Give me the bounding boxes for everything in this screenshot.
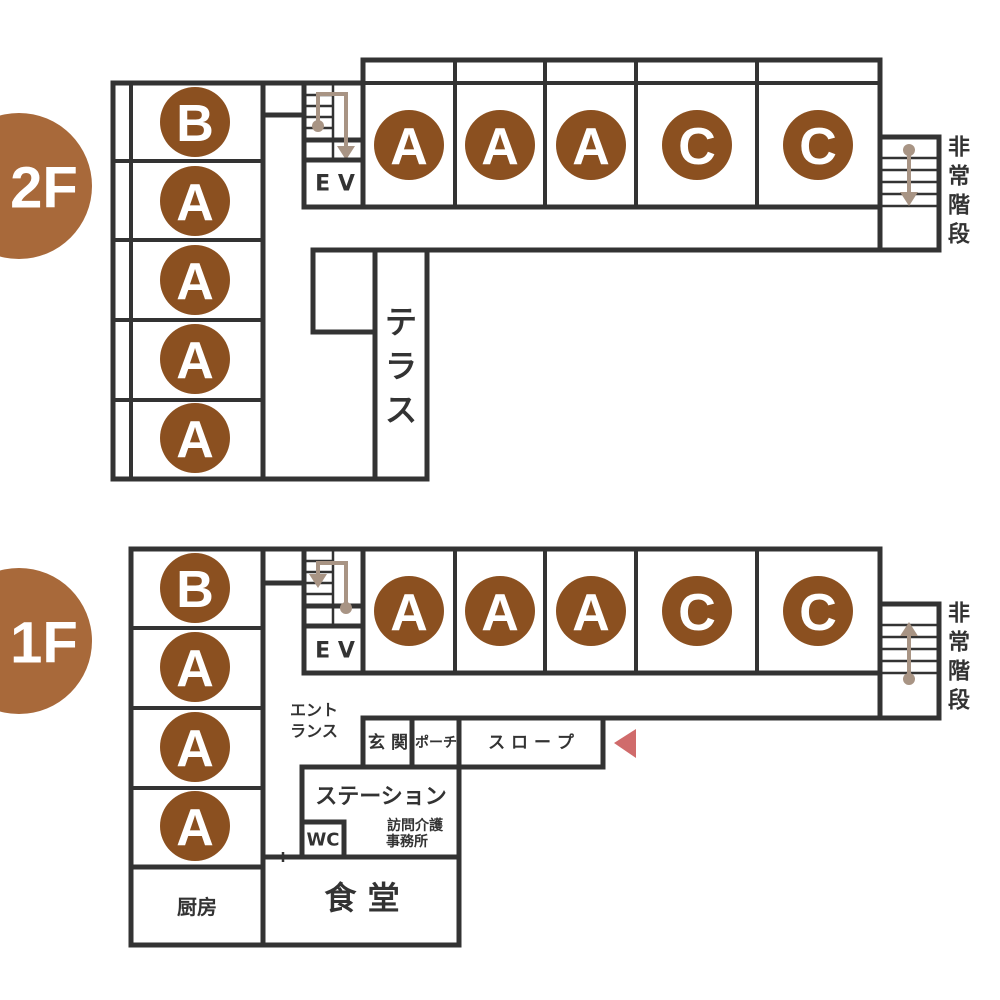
svg-text:C: C bbox=[799, 584, 837, 642]
room-marker-2f-west-2: A bbox=[160, 166, 230, 236]
room-marker-1f-north-4: C bbox=[662, 576, 732, 646]
visiting-care-1f-label-1: 訪問介護 bbox=[387, 817, 444, 834]
elevator-2f bbox=[301, 157, 366, 210]
room-marker-2f-north-3: A bbox=[556, 110, 626, 180]
room-marker-1f-north-1: A bbox=[374, 576, 444, 646]
room-marker-2f-north-5: C bbox=[783, 110, 853, 180]
emergency-stairs-2f bbox=[877, 134, 942, 253]
terrace-2f-label-2: ラ bbox=[385, 347, 417, 385]
terrace-2f bbox=[372, 247, 430, 482]
svg-text:A: A bbox=[176, 720, 214, 778]
svg-text:C: C bbox=[799, 118, 837, 176]
emergency-stairs-2f-label-4: 段 bbox=[948, 222, 970, 248]
stairs-2f bbox=[301, 80, 366, 160]
entrance-1f-label-1: エント bbox=[290, 701, 338, 720]
visiting-care-1f-label-2: 事務所 bbox=[386, 833, 428, 850]
dining-1f bbox=[260, 854, 462, 948]
corridor-1f bbox=[260, 546, 307, 586]
emergency-stairs-1f-label-2: 常 bbox=[948, 630, 970, 656]
room-marker-1f-north-3: A bbox=[556, 576, 626, 646]
svg-text:C: C bbox=[678, 118, 716, 176]
stairs-1f bbox=[301, 546, 366, 626]
stair-arrow-1f bbox=[316, 561, 348, 608]
room-marker-2f-west-3: A bbox=[160, 245, 230, 315]
svg-text:A: A bbox=[176, 411, 214, 469]
emergency-stairs-2f-label-2: 常 bbox=[948, 164, 970, 190]
emergency-stairs-2f-label-3: 階 bbox=[948, 194, 970, 219]
room-marker-2f-west-5: A bbox=[160, 403, 230, 473]
floor-badge-1f-label: 1F bbox=[10, 611, 78, 676]
stair-arrow-2f bbox=[316, 92, 348, 150]
entrance-1f-label-2: ランス bbox=[290, 722, 338, 741]
svg-text:B: B bbox=[176, 95, 214, 153]
kitchen-1f-label: 厨房 bbox=[177, 895, 217, 919]
wc-1f bbox=[299, 819, 347, 860]
room-marker-1f-west-3: A bbox=[160, 712, 230, 782]
svg-text:A: A bbox=[481, 118, 519, 176]
emergency-stairs-1f-label-3: 階 bbox=[948, 660, 970, 685]
svg-text:A: A bbox=[176, 253, 214, 311]
emergency-stairs-1f bbox=[877, 601, 942, 721]
room-marker-2f-west-4: A bbox=[160, 324, 230, 394]
room-marker-2f-north-2: A bbox=[465, 110, 535, 180]
floor-badge-1f bbox=[0, 568, 92, 714]
floor-2f: 2F E V bbox=[0, 57, 970, 482]
svg-text:A: A bbox=[176, 332, 214, 390]
emergency-stairs-1f-label-1: 非 bbox=[948, 602, 970, 627]
terrace-2f-label-1: テ bbox=[385, 303, 417, 341]
slope-1f bbox=[456, 715, 606, 770]
wc-1f-label: WC bbox=[306, 830, 339, 851]
emergency-stairs-2f-label-1: 非 bbox=[948, 136, 970, 161]
room-marker-2f-north-4: C bbox=[662, 110, 732, 180]
room-marker-2f-west-1: B bbox=[160, 87, 230, 157]
svg-text:A: A bbox=[481, 584, 519, 642]
porch-1f-label: ポーチ bbox=[415, 734, 457, 751]
slope-1f-label: ス ロ ー プ bbox=[488, 732, 575, 753]
room-marker-1f-west-1: B bbox=[160, 553, 230, 623]
dining-1f-label: 食 堂 bbox=[324, 879, 399, 917]
room-marker-1f-north-5: C bbox=[783, 576, 853, 646]
room-marker-2f-north-1: A bbox=[374, 110, 444, 180]
genkan-1f-label: 玄 関 bbox=[368, 732, 408, 753]
room-marker-1f-west-4: A bbox=[160, 791, 230, 861]
floor-1f: 1F E V bbox=[0, 546, 970, 948]
room-marker-1f-north-2: A bbox=[465, 576, 535, 646]
emergency-stairs-1f-label-4: 段 bbox=[948, 688, 970, 714]
svg-text:A: A bbox=[572, 118, 610, 176]
floor-badge-2f-label: 2F bbox=[10, 156, 78, 221]
svg-text:A: A bbox=[390, 584, 428, 642]
svg-text:C: C bbox=[678, 584, 716, 642]
elevator-2f-label: E V bbox=[315, 172, 355, 197]
svg-text:A: A bbox=[176, 640, 214, 698]
svg-text:A: A bbox=[390, 118, 428, 176]
elevator-1f-label: E V bbox=[315, 639, 355, 664]
svg-text:A: A bbox=[176, 174, 214, 232]
terrace-2f-label-3: ス bbox=[385, 391, 417, 429]
svg-text:A: A bbox=[572, 584, 610, 642]
station-1f-label: ステーション bbox=[315, 785, 447, 810]
svg-text:A: A bbox=[176, 799, 214, 857]
room-marker-1f-west-2: A bbox=[160, 632, 230, 702]
floor-badge-2f bbox=[0, 113, 92, 259]
entrance-marker-1f bbox=[614, 729, 636, 758]
svg-text:B: B bbox=[176, 561, 214, 619]
